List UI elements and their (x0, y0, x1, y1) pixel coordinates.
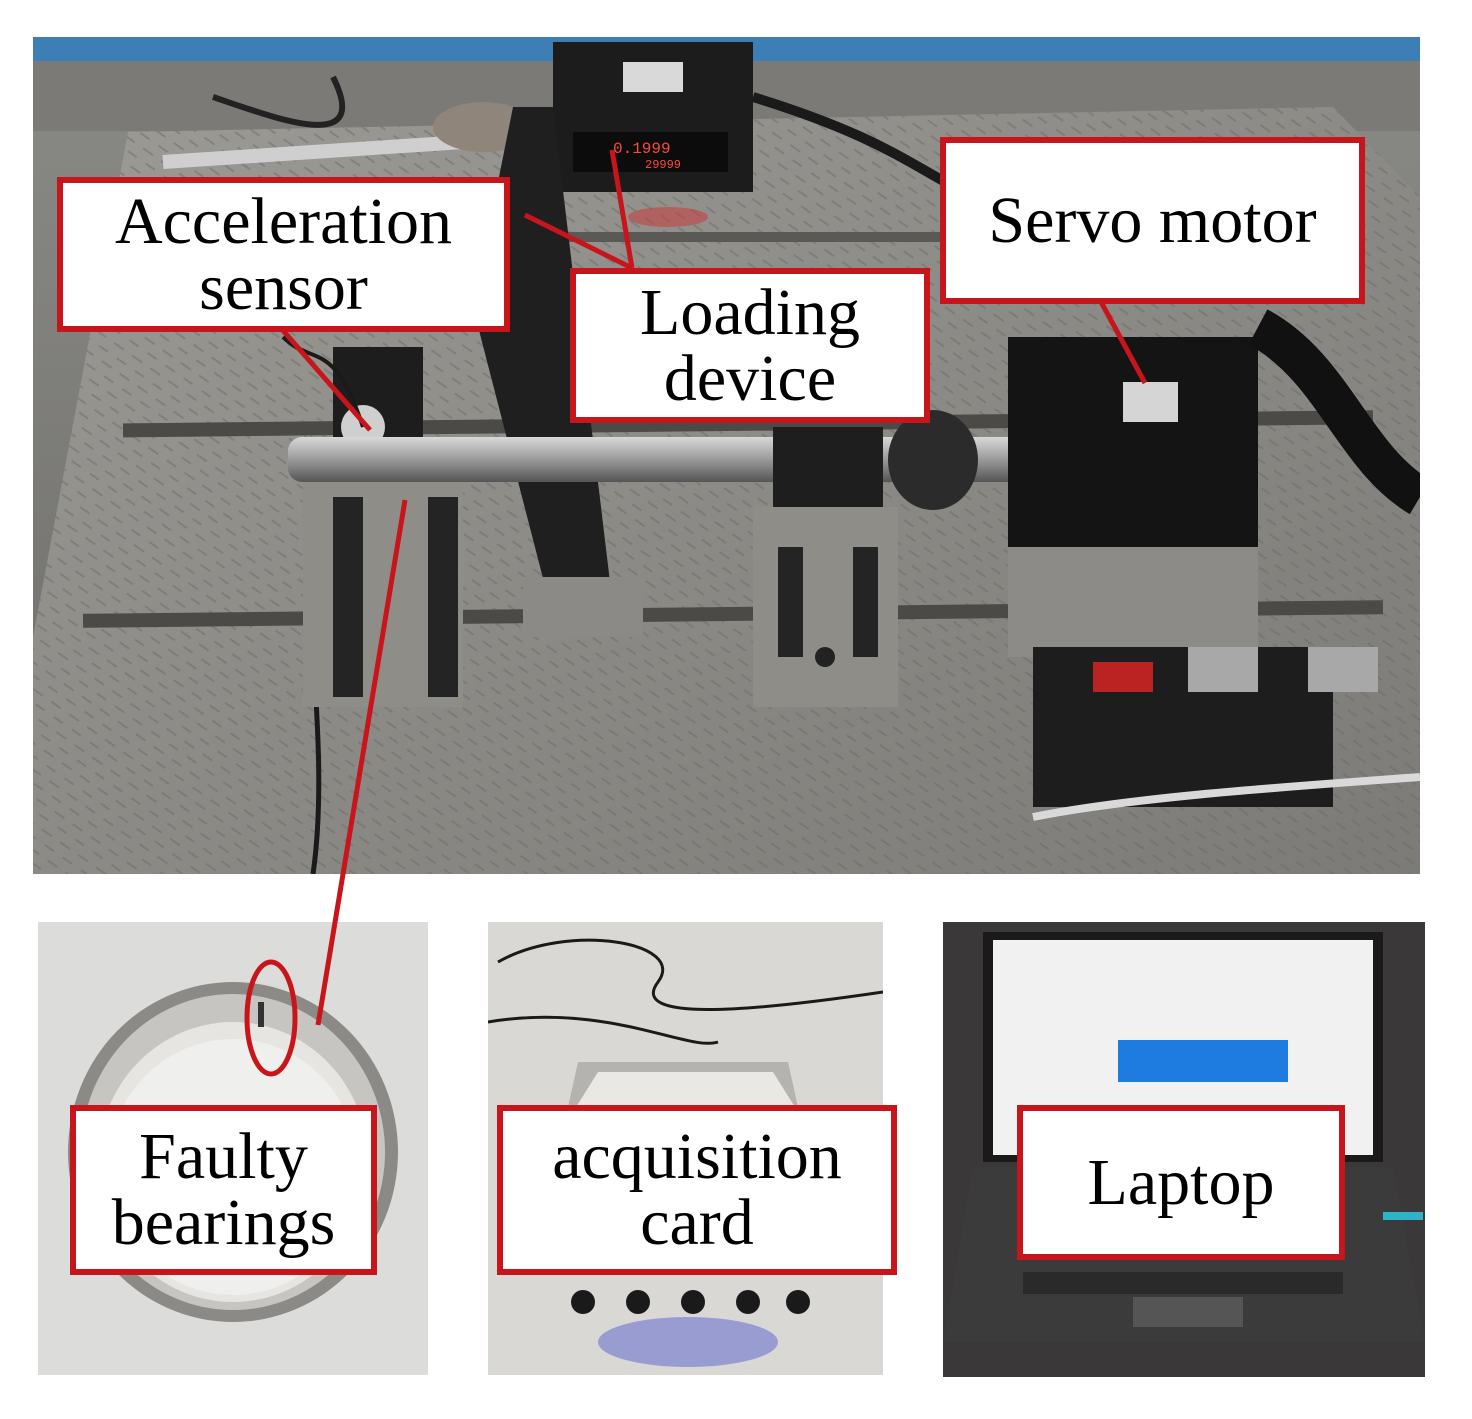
acquisition-card-label-line1: acquisition (552, 1120, 842, 1193)
loading-device-label-line1: Loading (640, 275, 860, 349)
loading-device-label-line2: device (663, 341, 837, 415)
laptop-label: Laptop (1087, 1145, 1275, 1219)
display-bottom-readout: 29999 (645, 158, 681, 172)
servo-motor-callout: Servo motor (940, 137, 1365, 304)
faulty-bearings-label-line2: bearings (111, 1186, 336, 1259)
acceleration-sensor-callout: Acceleration sensor (57, 177, 510, 332)
loading-device-callout: Loading device (570, 268, 930, 423)
acquisition-card-label-line2: card (640, 1186, 754, 1259)
acquisition-card-callout: acquisition card (497, 1105, 897, 1275)
acceleration-sensor-label-line2: sensor (199, 250, 368, 324)
servo-motor-label: Servo motor (988, 183, 1317, 257)
laptop-callout: Laptop (1017, 1105, 1345, 1260)
faulty-bearings-label-line1: Faulty (139, 1120, 308, 1193)
faulty-bearings-callout: Faulty bearings (70, 1105, 377, 1275)
acceleration-sensor-label-line1: Acceleration (114, 184, 453, 258)
display-top-readout: 0.1999 (613, 140, 671, 158)
